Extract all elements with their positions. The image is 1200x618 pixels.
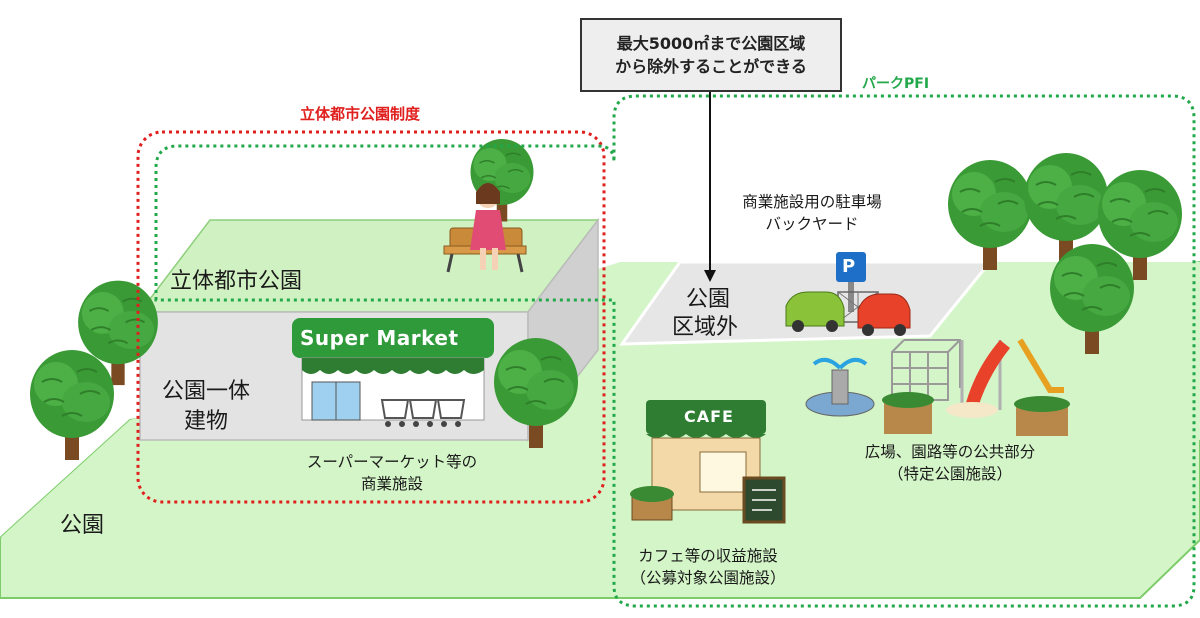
park-pfi-label: パークPFI: [862, 76, 930, 92]
parking-sign: P: [842, 256, 857, 277]
bench-person-illustration: [443, 183, 527, 273]
koen-ittai-label-1: 公園一体: [162, 379, 251, 404]
playground-illustration: [805, 338, 1070, 436]
rittai-seido-label: 立体都市公園制度: [300, 105, 421, 123]
building-roof: [138, 219, 600, 313]
cafe-desc-1: カフェ等の収益施設: [638, 547, 778, 565]
supermarket-desc-2: 商業施設: [360, 475, 423, 493]
parking-illustration: [785, 252, 911, 336]
note-line-2: から除外することができる: [615, 57, 807, 76]
note-line-1: 最大5000㎡まで公園区域: [616, 33, 806, 53]
cafe-illustration: [630, 400, 786, 524]
supermarket-sign: Super Market: [300, 326, 459, 350]
public-area-desc-2: （特定公園施設）: [887, 465, 1012, 483]
koen-label: 公園: [60, 513, 105, 538]
supermarket-desc-1: スーパーマーケット等の: [306, 453, 478, 471]
public-area-desc-1: 広場、園路等の公共部分: [864, 443, 1036, 461]
rittai-koen-label: 立体都市公園: [170, 269, 303, 294]
rittai-seido-boundary: [136, 130, 606, 504]
kuikigai-label-1: 公園: [686, 287, 731, 312]
cafe-sign: CAFE: [684, 407, 734, 426]
note-box: 最大5000㎡まで公園区域 から除外することができる: [580, 18, 842, 92]
parking-desc-2: バックヤード: [765, 215, 859, 233]
parking-desc-1: 商業施設用の駐車場: [742, 193, 882, 211]
koen-ittai-label-2: 建物: [184, 409, 229, 434]
supermarket-illustration: [292, 318, 494, 427]
cafe-desc-2: （公募対象公園施設）: [630, 569, 786, 587]
kuikigai-label-2: 区域外: [672, 315, 739, 340]
